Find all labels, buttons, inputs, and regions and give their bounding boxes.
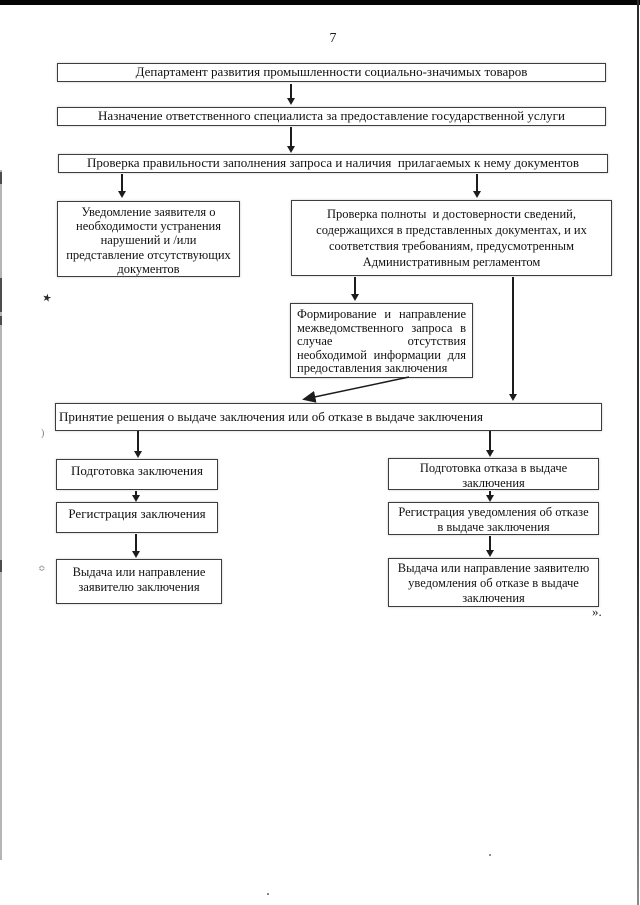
arrow-decision-to-prepare-conclusion (134, 431, 142, 458)
flow-box-assign-specialist-text: Назначение ответственного специалиста за… (98, 108, 565, 123)
flow-box-completeness-line: Административным регламентом (362, 255, 541, 269)
flow-box-completeness-line: соответствия требованиям, предусмотренны… (329, 239, 574, 253)
arrow-interagency-to-decision (302, 376, 410, 403)
flow-box-issue-conclusion-line: заявителю заключения (78, 580, 200, 594)
arrow-check-to-notify (118, 174, 126, 198)
flow-box-issue-conclusion-line: Выдача или направление (72, 565, 206, 579)
flow-box-interagency-line: Формирование и направление (297, 307, 466, 321)
flow-box-notify-line: документов (117, 261, 180, 276)
arrow-completeness-to-interagency (351, 277, 359, 301)
flow-box-notify-line: необходимости устранения (76, 219, 221, 234)
ink-speck: ≎ (38, 563, 46, 573)
flow-box-issue-refusal: Выдача или направление заявителю уведомл… (388, 558, 599, 607)
flow-box-prepare-refusal-line: Подготовка отказа в выдаче (419, 461, 568, 475)
flow-box-prepare-conclusion: Подготовка заключения (56, 459, 218, 490)
flow-box-register-conclusion: Регистрация заключения (56, 502, 218, 533)
flow-box-check-request-text: Проверка правильности заполнения запроса… (86, 155, 580, 170)
ink-speck (267, 893, 269, 895)
flow-box-prepare-refusal-line: заключения (462, 475, 525, 490)
ink-speck: ٭ (41, 290, 53, 307)
flow-box-department-text: Департамент развития промышленности соци… (135, 64, 528, 79)
scan-edge-top-bar (0, 0, 640, 5)
arrow-prepare-to-register-refusal (486, 491, 494, 502)
arrow-register-to-issue-refusal (486, 536, 494, 557)
scan-left-dash (0, 278, 2, 312)
arrow-completeness-to-decision (509, 277, 517, 401)
flow-box-assign-specialist: Назначение ответственного специалиста за… (57, 107, 606, 126)
scan-left-dash (0, 172, 2, 184)
flow-box-register-refusal-line: Регистрация уведомления об отказе (398, 505, 589, 519)
scan-left-dash (0, 316, 2, 325)
flow-box-issue-refusal-line: уведомления об отказе в выдаче (408, 576, 579, 590)
flow-box-notify-line: Уведомление заявителя о (81, 205, 216, 219)
flow-box-completeness-line: содержащихся в представленных документах… (316, 223, 587, 237)
flow-box-register-conclusion-text: Регистрация заключения (68, 506, 206, 521)
arrow-decision-to-prepare-refusal (486, 431, 494, 457)
flow-box-notify-line: представление отсутствующих (66, 247, 231, 262)
flow-box-interagency-line: межведомственного запроса в (297, 320, 466, 335)
arrow-check-to-completeness (473, 174, 481, 198)
flow-box-issue-refusal-line: заключения (462, 591, 525, 605)
arrow-register-to-issue-conclusion (132, 534, 140, 558)
flow-box-interagency-request: Формирование и направление межведомствен… (290, 303, 473, 378)
flow-box-issue-conclusion: Выдача или направление заявителю заключе… (56, 559, 222, 604)
flow-box-issue-refusal-line: Выдача или направление заявителю (397, 561, 590, 575)
flow-box-check-request: Проверка правильности заполнения запроса… (58, 154, 608, 173)
scan-edge-right-line (637, 0, 639, 905)
flow-box-decision-text: Принятие решения о выдаче заключения или… (59, 409, 483, 424)
flow-box-notify-applicant: Уведомление заявителя о необходимости ус… (57, 201, 240, 277)
arrow-prepare-to-register-conclusion (132, 491, 140, 502)
flow-box-department: Департамент развития промышленности соци… (57, 63, 606, 82)
page-number: 7 (329, 31, 337, 46)
ink-speck: ) (41, 428, 45, 439)
scan-edge-left-line (0, 170, 2, 860)
flow-box-register-refusal-line: в выдаче заключения (437, 520, 550, 534)
arrow-assign-to-check (287, 127, 295, 153)
flow-box-register-refusal: Регистрация уведомления об отказе в выда… (388, 502, 599, 535)
flow-box-prepare-conclusion-text: Подготовка заключения (71, 463, 203, 478)
flow-box-prepare-refusal: Подготовка отказа в выдаче заключения (388, 458, 599, 490)
flow-box-completeness-line: Проверка полноты и достоверности сведени… (326, 207, 576, 221)
closing-quote-mark: ». (592, 604, 602, 619)
flow-box-interagency-line: случае отсутствия (297, 334, 466, 349)
flow-box-check-completeness: Проверка полноты и достоверности сведени… (291, 200, 612, 276)
ink-speck (489, 854, 491, 856)
arrow-department-to-assign (287, 84, 295, 105)
flow-box-interagency-line: необходимой информации для (297, 347, 466, 362)
scan-left-dash (0, 560, 2, 572)
flow-box-decision: Принятие решения о выдаче заключения или… (55, 403, 602, 431)
flow-box-notify-line: нарушений и /или (100, 233, 197, 248)
flow-box-interagency-line: предоставления заключения (297, 361, 448, 376)
